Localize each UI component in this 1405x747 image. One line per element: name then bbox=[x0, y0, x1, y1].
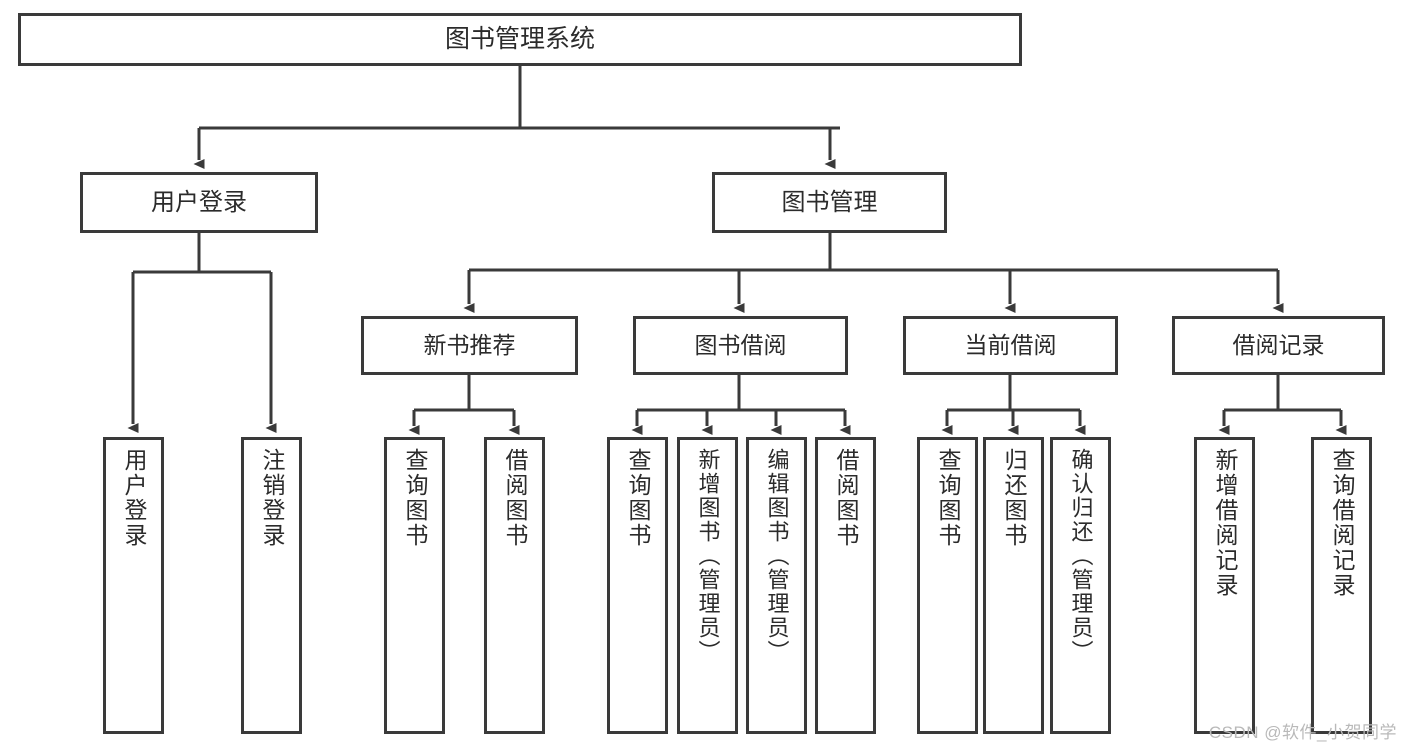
leaf-label: 查询图书 bbox=[402, 448, 428, 548]
leaf-label: 借阅图书 bbox=[502, 448, 528, 548]
node-book-manage[interactable]: 图书管理 bbox=[712, 172, 947, 233]
node-borrow-record-label: 借阅记录 bbox=[1232, 332, 1325, 359]
node-root[interactable]: 图书管理系统 bbox=[18, 13, 1022, 66]
node-book-borrow[interactable]: 图书借阅 bbox=[633, 316, 848, 375]
leaf-label: 借阅图书 bbox=[833, 448, 859, 548]
leaf-label: 新增图书（管理员） bbox=[695, 448, 721, 664]
node-new-book-recommend-label: 新书推荐 bbox=[423, 332, 516, 359]
node-book-manage-label: 图书管理 bbox=[781, 188, 878, 216]
leaf-label: 查询借阅记录 bbox=[1329, 448, 1355, 598]
leaf-book-borrow-3[interactable]: 借阅图书 bbox=[815, 437, 876, 734]
leaf-label: 新增借阅记录 bbox=[1212, 448, 1238, 598]
leaf-label: 归还图书 bbox=[1001, 448, 1027, 548]
leaf-label: 确认归还（管理员） bbox=[1068, 448, 1094, 664]
leaf-new-book-recommend-0[interactable]: 查询图书 bbox=[384, 437, 445, 734]
leaf-borrow-record-0[interactable]: 新增借阅记录 bbox=[1194, 437, 1255, 734]
leaf-current-borrow-1[interactable]: 归还图书 bbox=[983, 437, 1044, 734]
leaf-current-borrow-2[interactable]: 确认归还（管理员） bbox=[1050, 437, 1111, 734]
node-book-borrow-label: 图书借阅 bbox=[694, 332, 787, 359]
leaf-label: 注销登录 bbox=[259, 448, 285, 548]
leaf-book-borrow-0[interactable]: 查询图书 bbox=[607, 437, 668, 734]
leaf-current-borrow-0[interactable]: 查询图书 bbox=[917, 437, 978, 734]
leaf-new-book-recommend-1[interactable]: 借阅图书 bbox=[484, 437, 545, 734]
leaf-label: 查询图书 bbox=[935, 448, 961, 548]
node-user-login-label: 用户登录 bbox=[151, 188, 247, 216]
leaf-label: 用户登录 bbox=[121, 448, 147, 548]
leaf-user-login-1[interactable]: 注销登录 bbox=[241, 437, 302, 734]
leaf-book-borrow-1[interactable]: 新增图书（管理员） bbox=[677, 437, 738, 734]
leaf-label: 查询图书 bbox=[625, 448, 651, 548]
node-borrow-record[interactable]: 借阅记录 bbox=[1172, 316, 1385, 375]
node-current-borrow-label: 当前借阅 bbox=[964, 332, 1057, 359]
leaf-borrow-record-1[interactable]: 查询借阅记录 bbox=[1311, 437, 1372, 734]
node-user-login[interactable]: 用户登录 bbox=[80, 172, 318, 233]
leaf-book-borrow-2[interactable]: 编辑图书（管理员） bbox=[746, 437, 807, 734]
node-new-book-recommend[interactable]: 新书推荐 bbox=[361, 316, 578, 375]
node-root-label: 图书管理系统 bbox=[444, 25, 595, 53]
leaf-label: 编辑图书（管理员） bbox=[764, 448, 790, 664]
leaf-user-login-0[interactable]: 用户登录 bbox=[103, 437, 164, 734]
watermark: CSDN @软件_小贺同学 bbox=[1208, 723, 1397, 742]
node-current-borrow[interactable]: 当前借阅 bbox=[903, 316, 1118, 375]
